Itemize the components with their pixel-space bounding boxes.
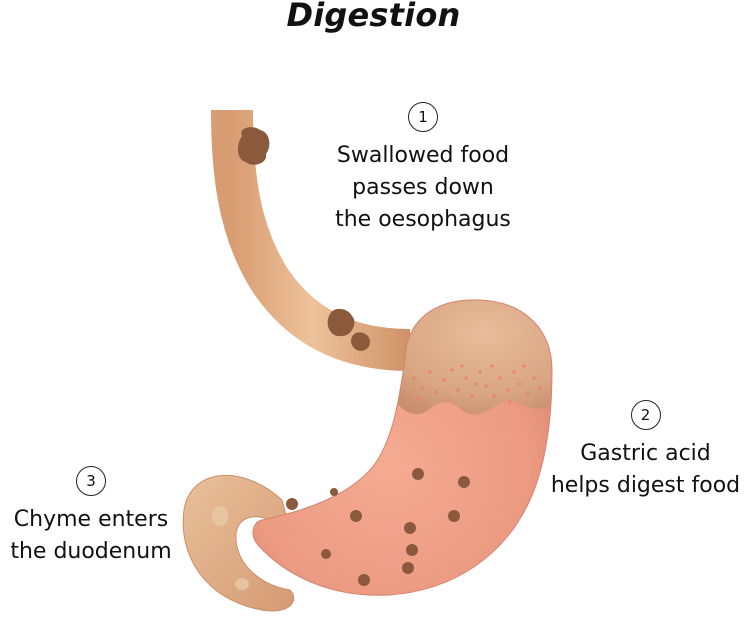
duodenum bbox=[182, 474, 295, 612]
step-1-text: Swallowed food passes down the oesophagu… bbox=[335, 143, 511, 232]
step-2-label: 2 Gastric acid helps digest food bbox=[538, 400, 747, 502]
step-1-label: 1 Swallowed food passes down the oesopha… bbox=[318, 102, 528, 236]
step-3-number: 3 bbox=[76, 466, 106, 496]
step-3-text: Chyme enters the duodenum bbox=[10, 507, 172, 564]
duodenum-spots bbox=[212, 506, 249, 590]
page-title: Digestion bbox=[286, 0, 461, 34]
step-1-number: 1 bbox=[408, 102, 438, 132]
step-3-label: 3 Chyme enters the duodenum bbox=[0, 466, 182, 568]
acid-dots bbox=[412, 364, 542, 404]
food-lumps-oesophagus bbox=[237, 127, 370, 351]
step-2-number: 2 bbox=[630, 400, 661, 430]
step-2-text: Gastric acid helps digest food bbox=[550, 441, 741, 498]
food-particles-stomach bbox=[286, 468, 470, 586]
